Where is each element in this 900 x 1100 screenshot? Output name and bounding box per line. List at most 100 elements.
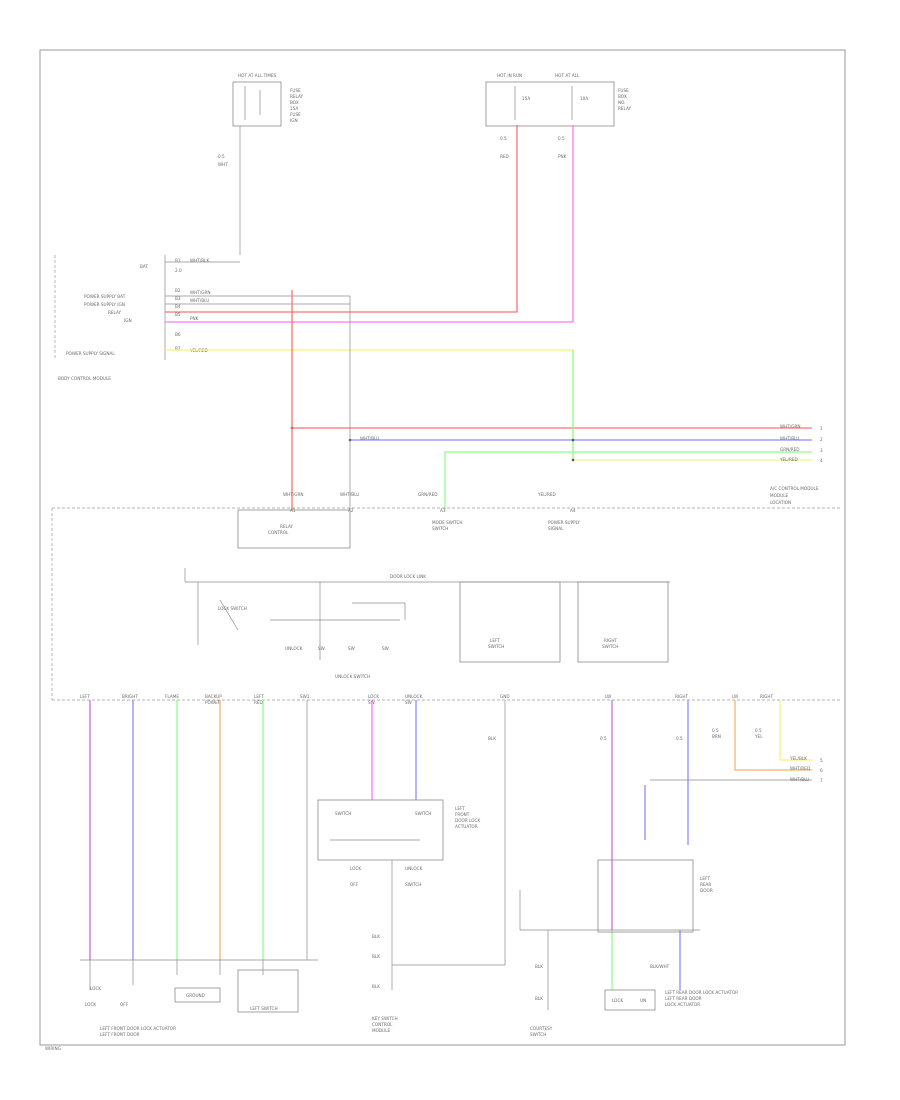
svg-text:LEFT FRONT DOOR: LEFT FRONT DOOR xyxy=(100,1032,140,1037)
svg-text:0.5: 0.5 xyxy=(500,136,507,141)
svg-text:LOCK: LOCK xyxy=(612,998,623,1003)
bcm-label: BODY CONTROL MODULE xyxy=(58,376,111,381)
svg-text:0.5: 0.5 xyxy=(558,136,565,141)
svg-text:IGN: IGN xyxy=(124,318,132,323)
svg-text:B1: B1 xyxy=(175,258,181,263)
svg-text:UNLOCK: UNLOCK xyxy=(405,694,423,699)
svg-text:BLK: BLK xyxy=(372,934,380,939)
svg-text:HOT AT ALL: HOT AT ALL xyxy=(555,73,580,78)
svg-text:GRN/RED: GRN/RED xyxy=(418,492,437,497)
svg-text:LEFT: LEFT xyxy=(80,694,90,699)
svg-text:MODULE: MODULE xyxy=(770,493,789,498)
svg-text:5: 5 xyxy=(820,758,823,763)
svg-text:0.5: 0.5 xyxy=(218,154,225,159)
svg-text:YEL/BLK: YEL/BLK xyxy=(789,756,807,761)
svg-text:GRN/RED: GRN/RED xyxy=(780,447,799,452)
svg-text:BACKUP: BACKUP xyxy=(205,694,222,699)
svg-text:BLK: BLK xyxy=(372,984,380,989)
svg-text:ACTUATOR: ACTUATOR xyxy=(455,824,478,829)
svg-text:BOX: BOX xyxy=(618,94,627,99)
wire-yellow-signal xyxy=(165,349,812,461)
svg-text:LEFT REAR DOOR: LEFT REAR DOOR xyxy=(665,996,702,1001)
wire-code-1: WHT/BLK xyxy=(190,258,209,263)
svg-text:FUSE: FUSE xyxy=(618,88,629,93)
svg-text:LOCK: LOCK xyxy=(350,866,361,871)
svg-text:GND: GND xyxy=(500,694,510,699)
svg-text:BAT: BAT xyxy=(140,264,148,269)
svg-text:UNLOCK: UNLOCK xyxy=(405,866,423,871)
svg-text:A3: A3 xyxy=(440,508,446,513)
mode-switch-label: MODE SWITCH xyxy=(432,520,463,525)
svg-text:POWER SUPPLY IGN: POWER SUPPLY IGN xyxy=(84,302,125,307)
wire-red-main xyxy=(165,125,518,313)
svg-text:WHT/GRN: WHT/GRN xyxy=(283,492,304,497)
wire-green-bus xyxy=(444,451,812,510)
svg-text:A1: A1 xyxy=(290,508,296,513)
svg-text:WHT/BLU: WHT/BLU xyxy=(780,436,799,441)
svg-text:LEFT: LEFT xyxy=(700,876,710,881)
power-supply-label: POWER SUPPLY xyxy=(548,520,580,525)
svg-text:PNK: PNK xyxy=(558,154,567,159)
svg-text:SW: SW xyxy=(348,646,355,651)
svg-text:REAR: REAR xyxy=(700,882,711,887)
svg-text:WHT/BLU: WHT/BLU xyxy=(340,492,359,497)
svg-text:B4: B4 xyxy=(175,304,181,309)
svg-text:SWITCH: SWITCH xyxy=(405,882,421,887)
svg-text:LW: LW xyxy=(605,694,611,699)
svg-text:B3: B3 xyxy=(175,296,181,301)
svg-text:1: 1 xyxy=(820,426,823,431)
svg-text:WHT/BLU: WHT/BLU xyxy=(790,777,809,782)
svg-text:BLK/WHT: BLK/WHT xyxy=(650,964,670,969)
svg-text:B7: B7 xyxy=(175,346,181,351)
svg-text:RED: RED xyxy=(500,154,509,159)
svg-text:B6: B6 xyxy=(175,332,181,337)
svg-text:RELAY: RELAY xyxy=(108,310,122,315)
svg-text:7: 7 xyxy=(820,778,823,783)
svg-text:SWITCH: SWITCH xyxy=(530,1032,546,1037)
svg-text:OFF: OFF xyxy=(350,882,359,887)
svg-text:SWITCH: SWITCH xyxy=(602,644,618,649)
svg-text:3: 3 xyxy=(820,448,823,453)
svg-text:DOOR: DOOR xyxy=(700,888,713,893)
svg-text:4: 4 xyxy=(820,458,823,463)
svg-text:2.0: 2.0 xyxy=(175,268,182,273)
svg-text:BRIGHT: BRIGHT xyxy=(122,694,138,699)
svg-text:WHT/BLU: WHT/BLU xyxy=(360,436,379,441)
svg-text:B5: B5 xyxy=(175,312,181,317)
wire-pink-main xyxy=(165,125,574,323)
footer-label: WIRING xyxy=(45,1046,61,1051)
svg-text:SWITCH: SWITCH xyxy=(432,526,448,531)
svg-text:2: 2 xyxy=(820,437,823,442)
svg-text:FRONT: FRONT xyxy=(455,812,470,817)
svg-text:15A: 15A xyxy=(522,96,530,101)
left-front-label: LEFT FRONT DOOR LOCK ACTUATOR xyxy=(100,1026,176,1031)
svg-text:IGN: IGN xyxy=(290,118,298,123)
svg-text:RELAY: RELAY xyxy=(290,94,304,99)
svg-text:FLAME: FLAME xyxy=(165,694,179,699)
svg-text:0.5: 0.5 xyxy=(712,728,719,733)
svg-text:MODULE: MODULE xyxy=(372,1028,391,1033)
svg-text:LEFT: LEFT xyxy=(490,638,500,643)
svg-text:LOCATION: LOCATION xyxy=(770,500,791,505)
svg-text:0.5: 0.5 xyxy=(676,736,683,741)
svg-text:BLK: BLK xyxy=(535,996,543,1001)
svg-text:SW: SW xyxy=(405,700,412,705)
svg-text:6: 6 xyxy=(820,768,823,773)
lock-switch-label: LOCK SWITCH xyxy=(218,606,247,611)
svg-text:WHT/BLU: WHT/BLU xyxy=(190,298,209,303)
svg-text:FUSE: FUSE xyxy=(290,88,301,93)
svg-text:SW: SW xyxy=(318,646,325,651)
svg-text:LOCK: LOCK xyxy=(90,986,101,991)
svg-text:POWER SUPPLY BAT: POWER SUPPLY BAT xyxy=(84,294,126,299)
svg-text:BLK: BLK xyxy=(488,736,496,741)
svg-text:B2: B2 xyxy=(175,288,181,293)
svg-text:WHT/RED: WHT/RED xyxy=(790,766,810,771)
diagram-frame xyxy=(39,49,846,1046)
svg-text:WHT/GRN: WHT/GRN xyxy=(190,290,211,295)
